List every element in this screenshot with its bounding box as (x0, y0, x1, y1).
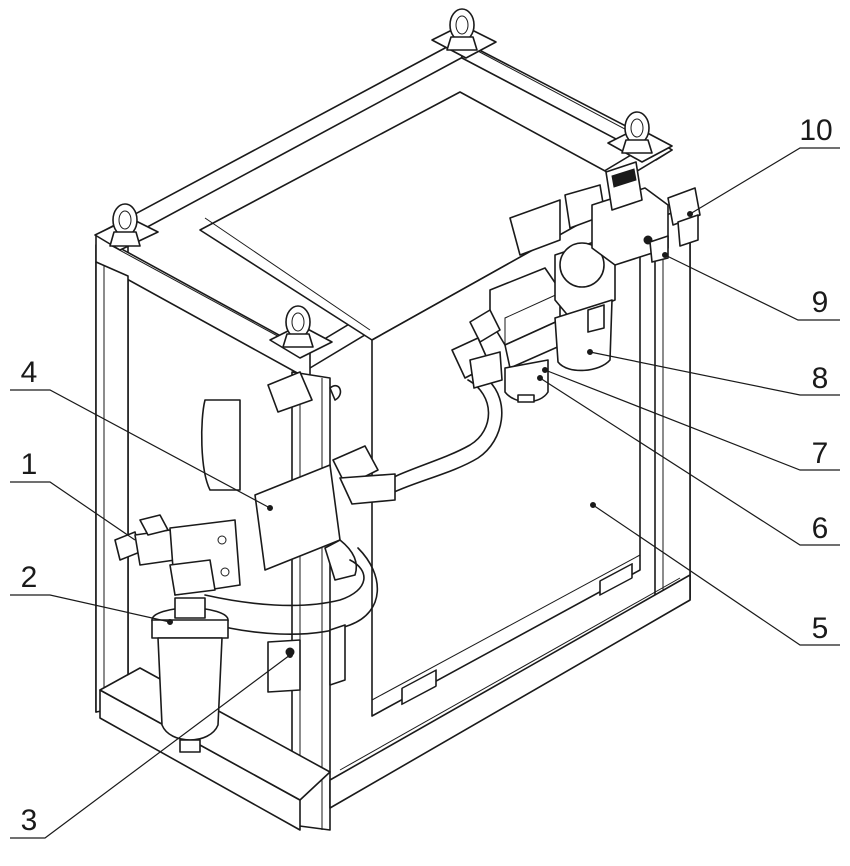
callout-5: 5 (812, 612, 829, 645)
tee-fitting (169, 559, 216, 596)
callout-3: 3 (21, 804, 38, 837)
leader-line-10 (689, 147, 840, 215)
callout-7: 7 (812, 437, 829, 470)
leader-line-1 (10, 481, 136, 541)
frame-bottom-rail-right (329, 574, 691, 809)
callout-9: 9 (812, 286, 829, 319)
leader-line-6 (539, 377, 840, 546)
air-hose-upper (332, 379, 503, 505)
air-hose-lower (204, 547, 379, 635)
hose-elbow (339, 473, 396, 505)
base-slot (401, 669, 437, 706)
callout-8: 8 (812, 362, 829, 395)
lifting-eyes (109, 8, 653, 348)
inlet-elbow (469, 309, 501, 343)
frl-bracket (509, 199, 561, 256)
frame-bottom-plate-left (99, 667, 331, 801)
callout-1: 1 (21, 448, 38, 481)
outlet-fitting (324, 539, 358, 581)
leader-lines (10, 147, 840, 839)
pressure-gauge (559, 242, 605, 288)
lifting-eye (282, 305, 314, 348)
elbow-fitting-upper (267, 371, 313, 413)
frl-unit (451, 161, 701, 403)
leader-line-5 (592, 504, 840, 646)
filter-bowl (157, 637, 223, 741)
leader-line-8 (589, 351, 840, 396)
base-slot (599, 563, 633, 596)
valve-handle (139, 514, 169, 536)
frame-front-right-post (654, 204, 691, 616)
water-separator-2 (151, 559, 229, 753)
pump-assembly (200, 371, 358, 581)
lifting-eye (446, 8, 478, 51)
leader-line-3 (10, 654, 291, 839)
leader-line-7 (544, 369, 840, 471)
leader-line-9 (664, 254, 840, 321)
pump-body (200, 399, 241, 491)
callout-10: 10 (799, 114, 832, 147)
lifting-eye (109, 203, 141, 247)
frame-front-left-post (95, 261, 129, 713)
leader-line-2 (10, 594, 171, 623)
filter-head (151, 619, 229, 639)
callout-labels: 10 9 8 7 6 5 4 1 2 3 (21, 114, 833, 837)
drain-plug (179, 739, 201, 753)
lifting-eye (621, 111, 653, 154)
leader-line-4 (10, 389, 271, 509)
callout-2: 2 (21, 561, 38, 594)
callout-6: 6 (812, 512, 829, 545)
callout-4: 4 (21, 356, 38, 389)
